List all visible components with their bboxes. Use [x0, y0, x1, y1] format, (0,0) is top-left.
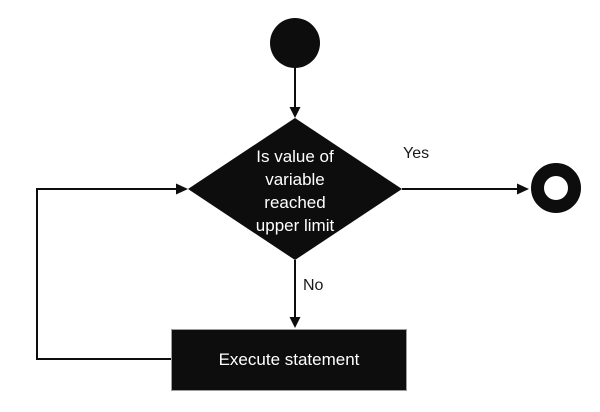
no-edge-label: No — [303, 277, 324, 294]
arrowhead-start-to-decision-icon — [289, 107, 301, 118]
arrowhead-decision-to-end-icon — [517, 183, 529, 195]
arrowhead-process-to-decision-icon — [176, 183, 188, 195]
decision-label-line: variable — [265, 170, 325, 189]
decision-label-line: reached — [264, 193, 326, 212]
edge-process-to-decision-loop — [36, 188, 177, 360]
end-node — [531, 163, 581, 213]
process-node: Execute statement — [171, 329, 407, 391]
process-node-label: Execute statement — [218, 350, 360, 369]
decision-label-line: Is value of — [256, 147, 334, 166]
start-node — [270, 18, 320, 68]
yes-edge-label: Yes — [403, 145, 430, 162]
decision-label-line: upper limit — [255, 216, 335, 235]
decision-node-label: Is value of variable reached upper limit — [188, 118, 402, 260]
arrowhead-decision-to-process-icon — [289, 317, 301, 328]
